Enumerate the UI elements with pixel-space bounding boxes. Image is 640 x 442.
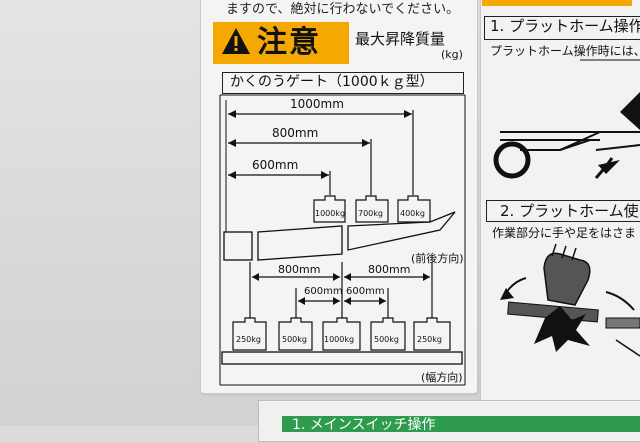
platform-side-view (223, 211, 456, 261)
weight-label-700kg: 700kg (358, 209, 383, 218)
width-direction-label: (幅方向) (421, 370, 463, 384)
hand-caution-illustration (500, 243, 640, 357)
distance-label-1000: 1000mm (290, 97, 344, 111)
right-warning-strip (482, 0, 632, 6)
svg-text:250kg: 250kg (417, 335, 442, 344)
platform-segment-2 (257, 225, 343, 261)
weight-label-1000kg: 1000kg (315, 209, 345, 218)
weight-block-400kg: 400kg (397, 195, 431, 223)
right-illustrations (493, 59, 640, 357)
width-weight-250kg-right: 250kg (413, 317, 451, 351)
platform-front-view (221, 351, 463, 365)
svg-text:250kg: 250kg (236, 335, 261, 344)
width-outer-label-left: 800mm (278, 263, 320, 276)
width-weight-1000kg-center: 1000kg (322, 317, 361, 351)
svg-text:500kg: 500kg (282, 335, 307, 344)
warning-label: 注意 (257, 25, 321, 60)
width-weight-500kg-left: 500kg (278, 317, 313, 351)
distance-label-600: 600mm (252, 158, 298, 172)
svg-text:500kg: 500kg (374, 335, 399, 344)
section1-title: 1. プラットホーム操作 (490, 17, 640, 35)
distance-label-800: 800mm (272, 126, 318, 140)
section2-title: 2. プラットホーム使 (500, 202, 639, 220)
svg-text:1000kg: 1000kg (324, 335, 354, 344)
section1-title-frame (484, 16, 640, 40)
front-back-direction-label: (前後方向) (411, 251, 464, 265)
width-weight-250kg-left: 250kg (232, 317, 267, 351)
section1-text: プラットホーム操作時には、 (490, 44, 640, 58)
width-arrowheads (252, 273, 430, 305)
liftgate-illustration (493, 59, 640, 180)
gate-title: かくのうゲート（1000ｋｇ型） (230, 74, 434, 90)
gate-title-frame (222, 72, 464, 94)
max-lift-mass-label: 最大昇降質量 (355, 30, 446, 48)
width-inner-label-right: 600mm (346, 286, 385, 297)
load-distribution-diagram: 1000mm 800mm 600mm 1000kg 700kg 400kg (前… (219, 94, 466, 386)
platform-segment-3 (347, 211, 456, 251)
width-weight-500kg-right: 500kg (370, 317, 406, 351)
top-notice-text: ますので、絶対に行わないでください。 (226, 2, 460, 17)
front-back-dimensions (228, 110, 414, 195)
platform-segment-1 (223, 231, 253, 261)
weight-block-1000kg: 1000kg (313, 195, 346, 223)
section2-text: 作業部分に手や足をはさま (492, 226, 637, 240)
mass-unit-label: (kg) (441, 48, 463, 61)
weight-label-400kg: 400kg (400, 209, 425, 218)
section2-title-frame (486, 200, 640, 222)
warning-triangle-icon (222, 28, 250, 54)
weight-block-700kg: 700kg (355, 195, 389, 223)
front-back-arrowheads (228, 110, 412, 179)
width-outer-label-right: 800mm (368, 263, 410, 276)
width-inner-label-left: 600mm (304, 286, 343, 297)
